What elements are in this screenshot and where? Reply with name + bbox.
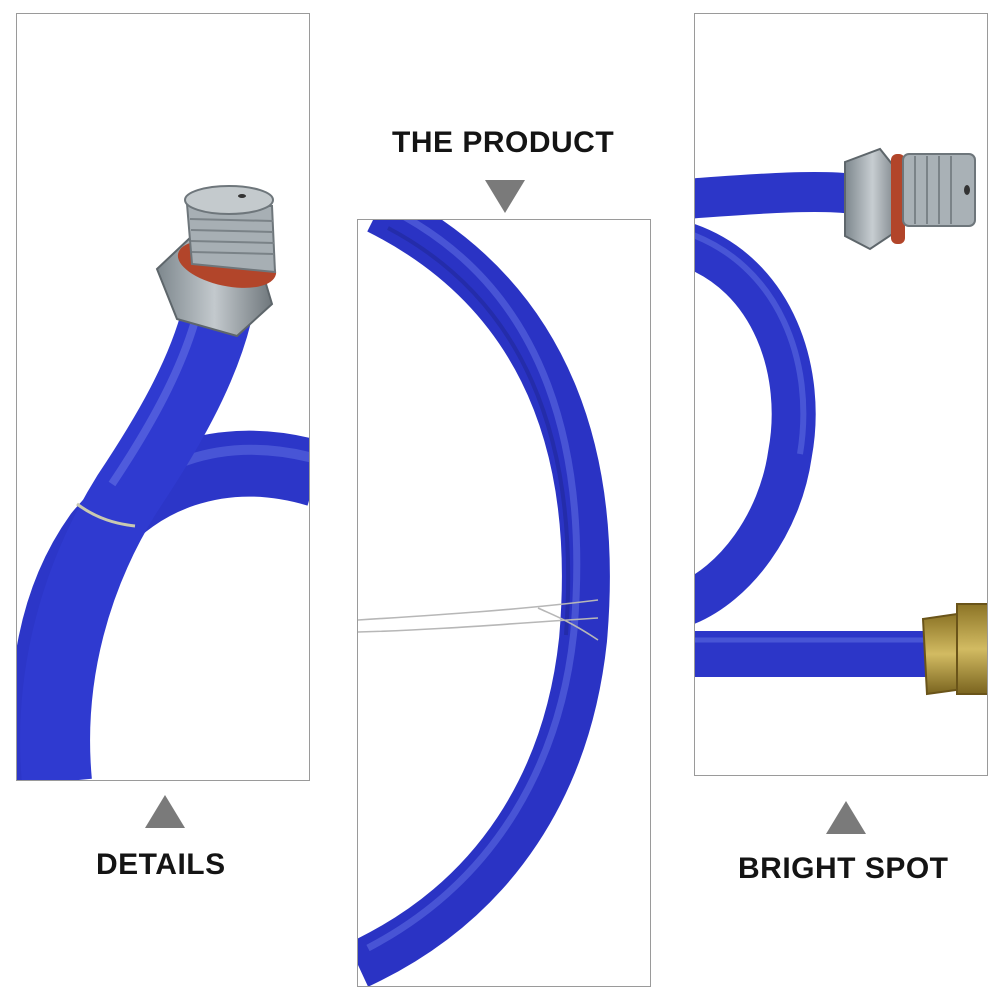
bright-spot-photo-panel <box>694 13 988 776</box>
caption-details: DETAILS <box>96 848 226 881</box>
wire <box>358 599 599 641</box>
details-photo <box>17 185 309 780</box>
hose-curve <box>358 220 610 986</box>
hose-loop <box>695 224 816 624</box>
up-arrow-icon <box>145 795 185 828</box>
product-photo-panel <box>357 219 651 987</box>
down-arrow-icon <box>485 180 525 213</box>
caption-bright-spot: BRIGHT SPOT <box>738 852 949 885</box>
hose-main <box>20 304 251 780</box>
bright-spot-photo <box>695 147 987 696</box>
details-photo-panel <box>16 13 310 781</box>
caption-the-product: THE PRODUCT <box>392 126 615 159</box>
product-photo <box>358 220 610 986</box>
up-arrow-icon <box>826 801 866 834</box>
